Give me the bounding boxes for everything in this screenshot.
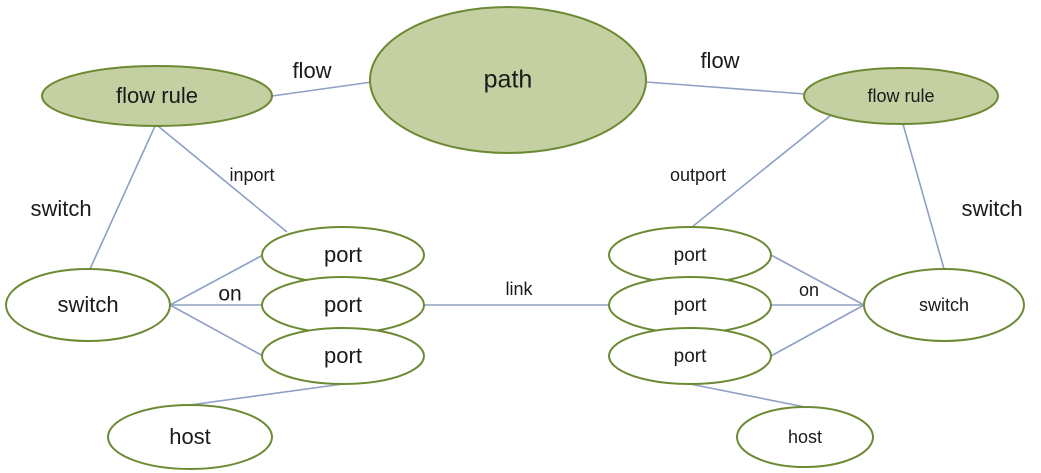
edge-flow-rule-left-to-path — [271, 81, 373, 97]
edge-flow-rule-left-to-switch-left — [89, 125, 156, 270]
node-label-port-right-1: port — [674, 245, 707, 266]
node-port-right-2: port — [608, 276, 772, 334]
node-label-switch-left: switch — [57, 292, 118, 317]
edge-switch-left-to-port-left-1 — [169, 254, 264, 306]
node-port-right-1: port — [608, 226, 772, 284]
node-ellipse-flow-rule-left — [41, 65, 273, 127]
edge-switch-right-to-port-right-3 — [770, 304, 865, 357]
node-label-flow-rule-right: flow rule — [867, 86, 934, 106]
edge-label-switch: switch — [30, 196, 91, 221]
edge-labels-layer: flow flow switch inport outport switch on link o… — [30, 48, 1022, 306]
edge-label-on: on — [218, 283, 241, 306]
node-label-port-left-1: port — [324, 242, 362, 267]
node-label-port-left-3: port — [324, 343, 362, 368]
node-label-path: path — [484, 66, 533, 94]
edge-flow-rule-right-to-switch-right — [902, 123, 945, 270]
node-flow-rule-right: flow rule — [803, 67, 999, 125]
node-flow-rule-left: flow rule — [41, 65, 273, 127]
node-ellipse-flow-rule-right — [803, 67, 999, 125]
edge-port-left-3-to-host-left — [189, 383, 344, 406]
node-ellipse-switch-right — [863, 268, 1025, 342]
node-port-right-3: port — [608, 327, 772, 385]
node-port-left-1: port — [261, 226, 425, 284]
node-host-left: host — [107, 404, 273, 470]
node-label-port-left-2: port — [324, 292, 362, 317]
node-label-host-left: host — [169, 424, 211, 449]
node-switch-right: switch — [863, 268, 1025, 342]
node-ellipse-host-left — [107, 404, 273, 470]
node-label-host-right: host — [788, 427, 822, 447]
edge-flow-rule-right-to-port-right-1 — [691, 115, 831, 228]
nodes-layer: path flow rule flow rule switch switch port po… — [5, 6, 1025, 470]
edge-flow-rule-left-to-port-left-1 — [157, 125, 288, 233]
node-ellipse-path — [369, 6, 647, 154]
node-label-port-right-3: port — [674, 346, 707, 367]
node-ellipse-port-right-3 — [608, 327, 772, 385]
edge-label-on: on — [799, 280, 819, 300]
node-host-right: host — [736, 406, 874, 468]
node-ellipse-switch-left — [5, 268, 171, 342]
edge-port-right-3-to-host-right — [689, 383, 806, 408]
edges-layer — [89, 81, 945, 408]
node-port-left-2: port — [261, 276, 425, 334]
edge-label-inport: inport — [229, 165, 274, 185]
edge-label-flow: flow — [292, 58, 331, 83]
node-port-left-3: port — [261, 327, 425, 385]
edge-path-to-flow-rule-right — [645, 81, 806, 95]
node-switch-left: switch — [5, 268, 171, 342]
node-label-switch-right: switch — [919, 295, 969, 315]
edge-label-switch: switch — [961, 196, 1022, 221]
node-path: path — [369, 6, 647, 154]
node-ellipse-port-left-3 — [261, 327, 425, 385]
edge-switch-left-to-port-left-3 — [169, 304, 264, 357]
edge-label-link: link — [505, 279, 533, 299]
node-label-flow-rule-left: flow rule — [116, 83, 198, 108]
edge-switch-right-to-port-right-1 — [770, 254, 865, 306]
edge-label-outport: outport — [670, 165, 726, 185]
edge-label-flow: flow — [700, 48, 739, 73]
node-label-port-right-2: port — [674, 295, 707, 316]
node-ellipse-host-right — [736, 406, 874, 468]
